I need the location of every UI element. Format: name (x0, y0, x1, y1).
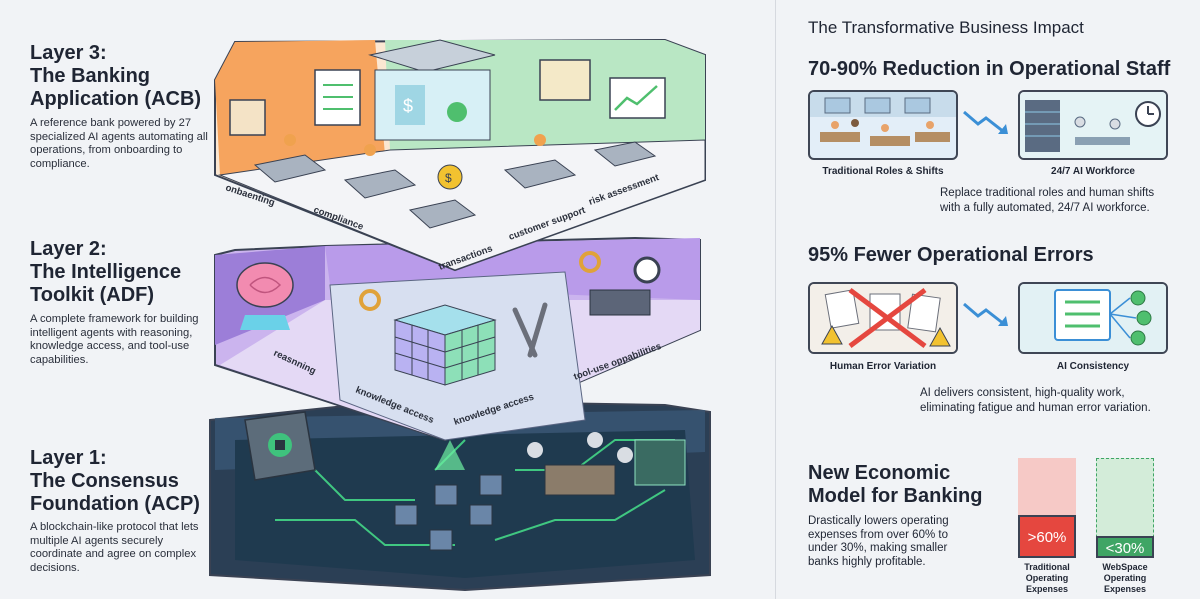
layer-stack-illustration: reasnning knowledge access knowledge acc… (209, 38, 711, 592)
panel-divider (775, 0, 776, 599)
knowledge-cube (393, 304, 497, 386)
brain-icon (236, 262, 294, 308)
bank-building: $ (368, 39, 496, 141)
consensus-beam (435, 440, 465, 470)
ai-consistency-caption: AI Consistency (1056, 361, 1130, 372)
layer1-title: Layer 1: The Consensus Foundation (ACP) (30, 447, 200, 515)
ai-consistency-image (1018, 282, 1168, 354)
economic-model-heading: New Economic Model for Banking (808, 462, 983, 507)
warning-icon (929, 326, 951, 347)
fewer-errors-heading: 95% Fewer Operational Errors (808, 244, 1094, 266)
wrench-icon (512, 302, 548, 358)
impact-title: The Transformative Business Impact (808, 18, 1084, 37)
svg-text:$: $ (445, 171, 452, 185)
warning-icon (821, 324, 843, 345)
layer2-title: Layer 2: The Intelligence Toolkit (ADF) (30, 238, 182, 306)
staff-reduction-heading: 70-90% Reduction in Operational Staff (808, 58, 1171, 80)
human-error-caption: Human Error Variation (829, 361, 937, 372)
down-trend-arrow-icon (963, 110, 1008, 134)
layer1-description: A blockchain-like protocol that lets mul… (30, 521, 199, 574)
magnifier-icon (633, 256, 661, 284)
traditional-roles-caption: Traditional Roles & Shifts (822, 166, 944, 177)
staff-reduction-text: Replace traditional roles and human shif… (940, 187, 1155, 214)
down-trend-arrow-icon (963, 302, 1008, 326)
economic-model-text: Drastically lowers operating expenses fr… (808, 515, 949, 568)
fewer-errors-text: AI delivers consistent, high-quality wor… (920, 387, 1151, 414)
layer1-consensus-foundation (209, 400, 711, 592)
human-error-image (808, 282, 958, 354)
gear-icon (579, 251, 601, 273)
gear-icon (359, 289, 381, 311)
ai-workforce-image (1018, 90, 1168, 160)
layer3-description: A reference bank powered by 27 specializ… (30, 117, 208, 170)
bar-value-label: <30% (1105, 540, 1145, 557)
layer3-title: Layer 3: The Banking Application (ACB) (30, 42, 202, 110)
bar-value-label: >60% (1027, 528, 1067, 546)
layer3-banking-application: $ $ onbaenting compliance transactions (214, 38, 706, 273)
ai-workforce-caption: 24/7 AI Workforce (1051, 166, 1135, 177)
traditional-office-image (808, 90, 958, 160)
bar: >60% (1018, 515, 1076, 558)
layer2-description: A complete framework for building intell… (30, 313, 199, 366)
dollar-icon: $ (403, 96, 413, 116)
bar: <30% (1096, 536, 1154, 558)
check-icon (1130, 290, 1152, 346)
